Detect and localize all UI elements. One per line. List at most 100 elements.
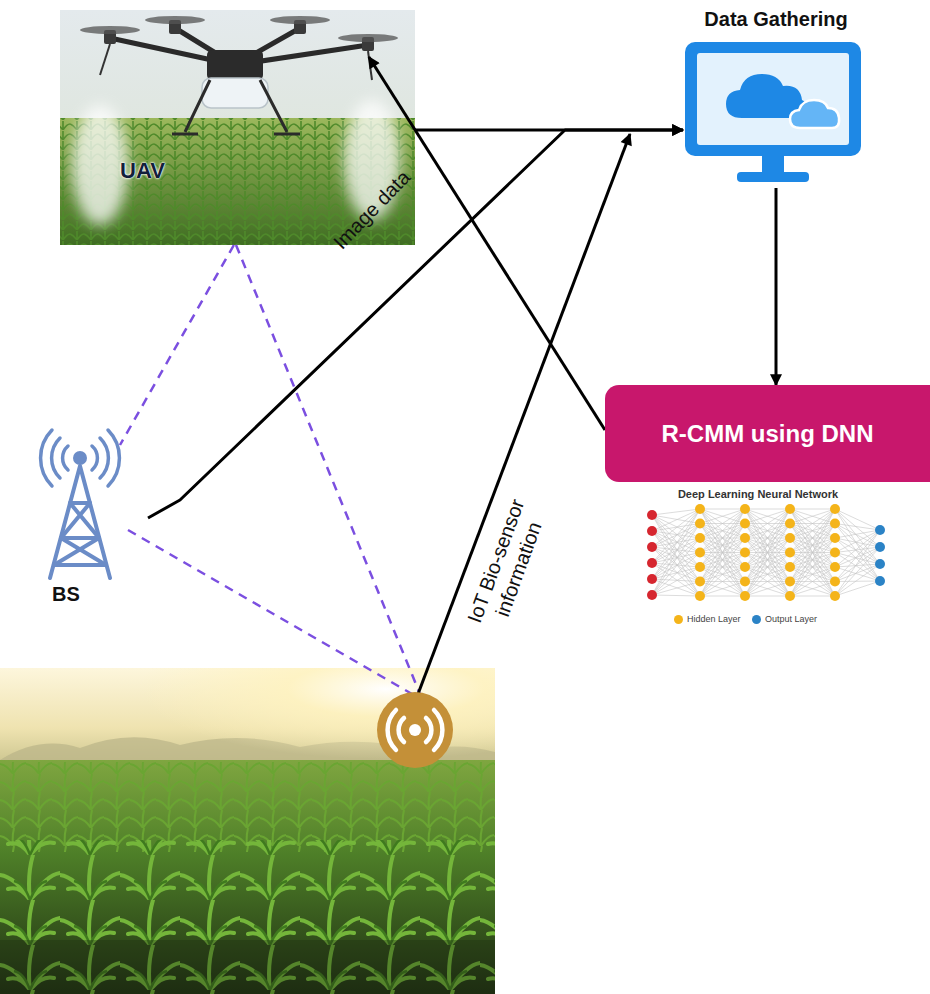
- network-neuron: [830, 548, 840, 558]
- network-link: [652, 547, 700, 596]
- network-link: [652, 595, 700, 596]
- network-link: [790, 582, 835, 597]
- network-neuron: [785, 591, 795, 601]
- network-link: [700, 524, 745, 597]
- network-link: [652, 515, 700, 596]
- network-link: [835, 524, 880, 565]
- sensor-arrow: [418, 134, 630, 694]
- field-photo: [0, 668, 495, 994]
- network-neuron: [740, 533, 750, 543]
- network-link: [745, 553, 790, 597]
- label-holder: Deep Learning Neural Network: [678, 488, 838, 500]
- network-link: [700, 553, 745, 597]
- network-link: [652, 553, 700, 564]
- network-neuron: [695, 577, 705, 587]
- network-link: [652, 563, 700, 596]
- network-link: [745, 509, 790, 510]
- figure-title: Deep Learning Neural Network: [678, 488, 838, 500]
- network-link: [790, 509, 835, 596]
- network-link: [652, 524, 700, 580]
- network-link: [652, 509, 700, 579]
- network-link: [745, 509, 790, 553]
- network-link: [700, 538, 745, 596]
- network-link: [835, 538, 880, 581]
- network-link: [700, 509, 745, 524]
- network-link: [700, 509, 745, 510]
- network-neuron: [785, 562, 795, 572]
- network-link: [745, 567, 790, 596]
- network-link: [790, 553, 835, 597]
- connector: [369, 57, 605, 430]
- network-link: [790, 582, 835, 597]
- flow-label: IoT Bio-sensor information: [455, 477, 558, 653]
- network-link: [745, 509, 790, 567]
- network-link: [790, 509, 835, 524]
- connector: [775, 188, 778, 385]
- network-link: [835, 524, 880, 582]
- label-holder: IoT Bio-sensor information: [455, 477, 558, 653]
- network-link: [652, 538, 700, 595]
- connector: [148, 130, 683, 518]
- network-link: [652, 524, 700, 596]
- network-link: [790, 538, 835, 596]
- network-neuron: [740, 562, 750, 572]
- network-link: [652, 582, 700, 596]
- network-neuron: [830, 504, 840, 514]
- network-link: [745, 553, 790, 597]
- network-neuron: [830, 562, 840, 572]
- network-link: [835, 564, 880, 596]
- network-link: [700, 509, 745, 582]
- network-link: [790, 509, 835, 596]
- network-link: [700, 509, 745, 553]
- monitor-icon: [685, 42, 861, 182]
- legend-swatch: [752, 615, 761, 624]
- network-link: [700, 509, 745, 596]
- network-link: [790, 509, 835, 510]
- network-link: [790, 509, 835, 567]
- network-link: [745, 538, 790, 596]
- network-link: [745, 524, 790, 597]
- network-link: [835, 547, 880, 596]
- network-link: [652, 509, 700, 547]
- process-box: R-CMM using DNN: [605, 385, 930, 482]
- network-link: [835, 530, 880, 538]
- network-link: [745, 582, 790, 597]
- data-gathering-node: Data Gathering: [683, 6, 869, 188]
- network-link: [700, 509, 745, 567]
- network-link: [790, 509, 835, 553]
- network-neuron: [785, 577, 795, 587]
- network-link: [745, 509, 790, 524]
- network-link: [835, 530, 880, 567]
- network-neuron: [785, 548, 795, 558]
- network-neuron: [695, 533, 705, 543]
- legend-item: Output Layer: [752, 614, 817, 624]
- network-link: [745, 524, 790, 597]
- legend-text: Output Layer: [765, 614, 817, 624]
- network-link: [745, 567, 790, 596]
- network-link: [745, 538, 790, 596]
- neural-network-figure: [647, 504, 885, 601]
- network-link: [790, 567, 835, 596]
- network-link: [652, 524, 700, 564]
- connector: [120, 245, 234, 445]
- network-link: [835, 538, 880, 564]
- network-link: [790, 509, 835, 582]
- network-neuron: [830, 591, 840, 601]
- iot-sensor-icon: [377, 692, 453, 768]
- network-link: [700, 582, 745, 597]
- network-link: [745, 509, 790, 553]
- network-neuron: [647, 526, 657, 536]
- network-link: [745, 582, 790, 597]
- network-link: [835, 564, 880, 582]
- network-link: [745, 509, 790, 538]
- network-neuron: [695, 591, 705, 601]
- network-link: [652, 567, 700, 595]
- network-link: [700, 509, 745, 553]
- network-neuron: [740, 504, 750, 514]
- network-link: [835, 581, 880, 596]
- node-text: BS: [52, 582, 80, 606]
- network-neuron: [695, 519, 705, 529]
- network-link: [790, 553, 835, 597]
- network-link: [835, 547, 880, 582]
- network-neuron: [830, 519, 840, 529]
